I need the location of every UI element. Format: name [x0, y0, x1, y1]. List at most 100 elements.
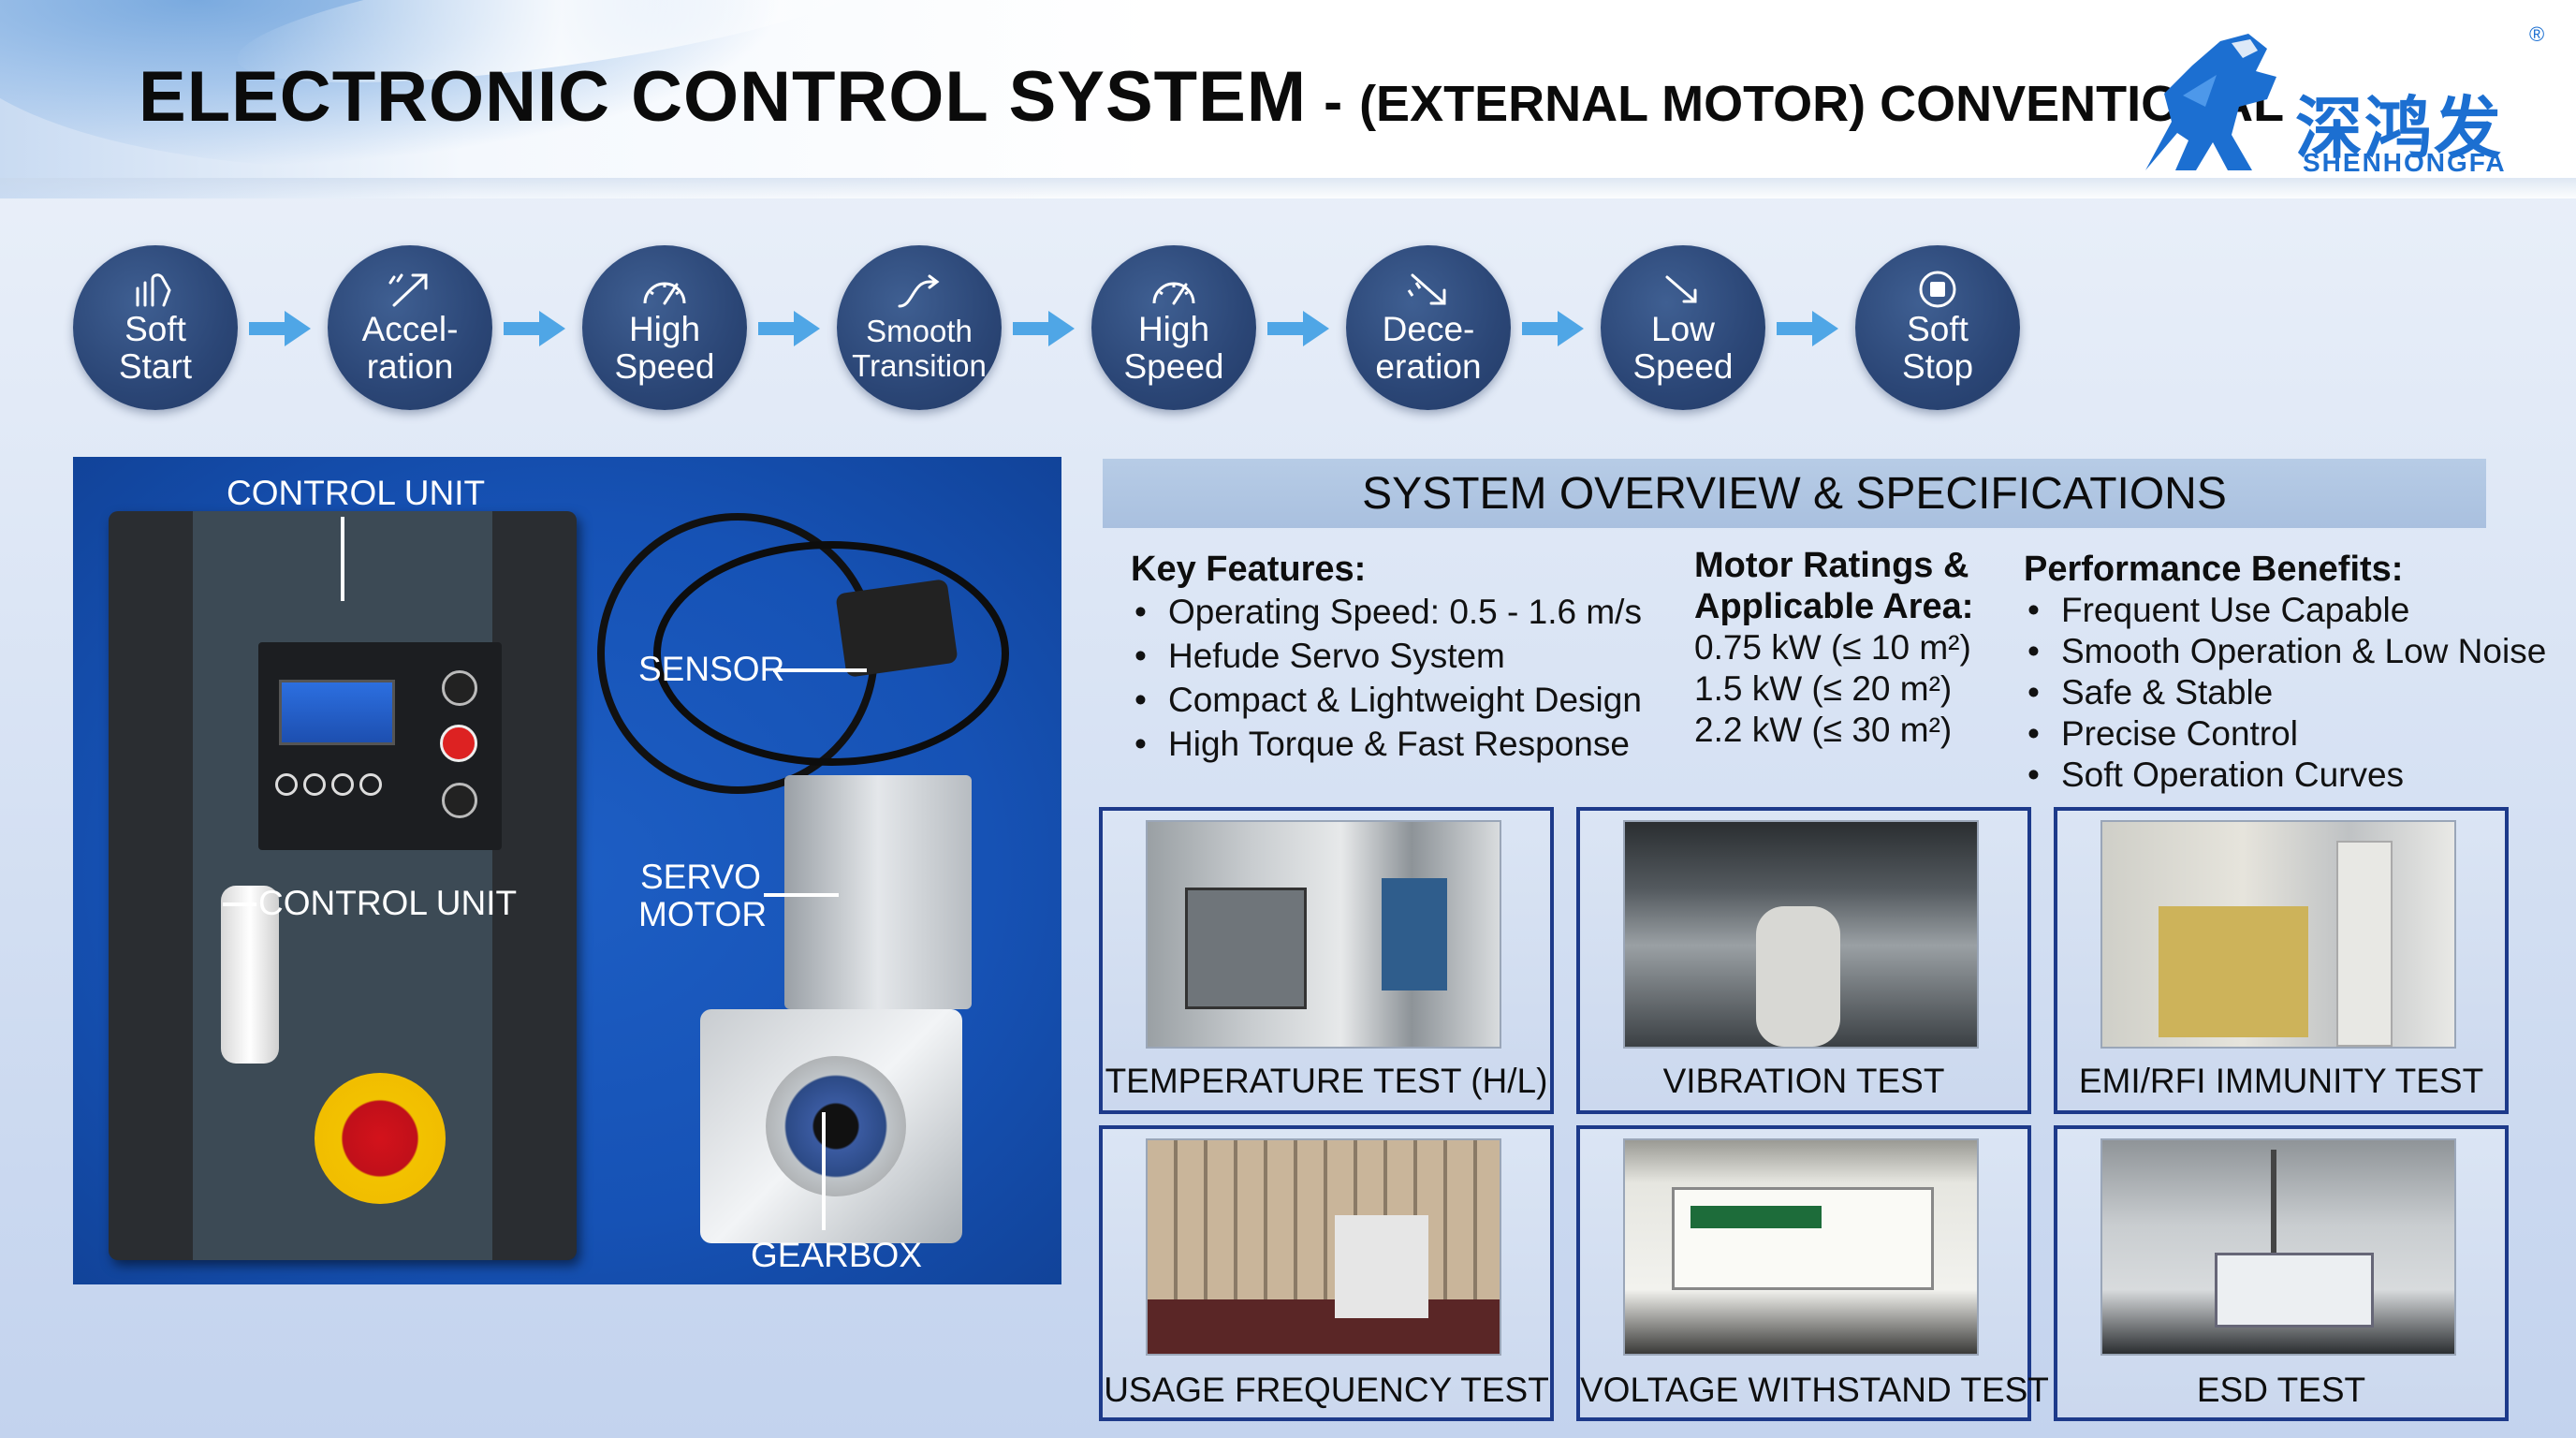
- test-card-vibration: VIBRATION TEST: [1576, 807, 2031, 1114]
- label-sensor: SENSOR: [638, 650, 785, 688]
- servo-motor-image: [784, 775, 972, 1009]
- step-soft-start: Soft Start: [73, 245, 238, 410]
- product-photo: CONTROL UNIT SENSOR CONTROL UNIT SERVO M…: [73, 457, 1061, 1284]
- label-pointer-line: [341, 517, 344, 601]
- label-pointer-line: [764, 893, 839, 897]
- gearbox-shaft: [766, 1056, 906, 1196]
- low-speed-icon: [1665, 275, 1697, 303]
- test-card-temperature: TEMPERATURE TEST (H/L): [1099, 807, 1554, 1114]
- panel-buttons: [275, 773, 406, 800]
- step-label-line2: Speed: [1123, 347, 1224, 386]
- step-acceleration: Accel- ration: [328, 245, 492, 410]
- motor-ratings-title-line2: Applicable Area:: [1694, 587, 1974, 626]
- soft-start-icon: [136, 273, 171, 307]
- step-deceleration: Dece- eration: [1346, 245, 1511, 410]
- test-photo: [1146, 820, 1501, 1049]
- motor-ratings-column: Motor Ratings & Applicable Area: 0.75 kW…: [1694, 545, 1973, 751]
- step-label-line2: Stop: [1901, 347, 1974, 386]
- specs-heading: SYSTEM OVERVIEW & SPECIFICATIONS: [1103, 459, 2486, 528]
- test-card-esd: ESD TEST: [2054, 1125, 2509, 1421]
- step-soft-stop: Soft Stop: [1855, 245, 2020, 410]
- test-photo: [1623, 1138, 1979, 1356]
- label-servo-line2: MOTOR: [638, 895, 768, 933]
- sensor-cable: [653, 541, 1009, 766]
- label-control-unit-top: CONTROL UNIT: [227, 474, 486, 512]
- stop-icon: [1919, 271, 1956, 308]
- step-label-line2: Speed: [614, 347, 715, 386]
- acceleration-icon: [388, 273, 428, 307]
- label-gearbox: GEARBOX: [751, 1236, 922, 1274]
- step-label-line2: Transition: [852, 348, 987, 383]
- performance-title: Performance Benefits:: [2024, 550, 2404, 589]
- title-dash: -: [1324, 70, 1343, 133]
- speedometer-icon: [1152, 282, 1195, 305]
- test-photo: [1623, 820, 1979, 1049]
- speedometer-icon: [643, 282, 686, 305]
- step-label-line1: Smooth: [866, 314, 973, 348]
- process-flow: Soft Start Accel- ration High Speed Smoo…: [73, 245, 2039, 410]
- step-label-line2: Speed: [1632, 347, 1734, 386]
- label-control-unit-mid: CONTROL UNIT: [258, 884, 518, 922]
- flow-arrow-icon: [1013, 311, 1075, 346]
- flow-arrow-icon: [1777, 311, 1838, 346]
- test-card-emi: EMI/RFI IMMUNITY TEST: [2054, 807, 2509, 1114]
- flow-arrow-icon: [504, 311, 565, 346]
- key-features-title: Key Features:: [1131, 550, 1367, 589]
- step-label-line1: Soft: [1907, 310, 1969, 348]
- logo-chinese-text: 深鸿发: [2295, 89, 2504, 168]
- header: [0, 0, 2576, 198]
- lcd-display: [279, 680, 395, 745]
- test-card-usage-frequency: USAGE FREQUENCY TEST: [1099, 1125, 1554, 1421]
- page-title: ELECTRONIC CONTROL SYSTEM - (EXTERNAL MO…: [139, 56, 2284, 140]
- label-pointer-line: [223, 902, 256, 906]
- step-low-speed: Low Speed: [1601, 245, 1765, 410]
- test-photo: [1146, 1138, 1501, 1356]
- smooth-curve-icon: [898, 274, 940, 308]
- performance-column: Performance Benefits: Frequent Use Capab…: [2024, 549, 2546, 796]
- deceleration-icon: [1407, 273, 1446, 305]
- step-label-line2: Start: [118, 347, 193, 386]
- motor-rating-item: 1.5 kW (≤ 20 m²): [1694, 669, 1953, 708]
- step-label-line1: Accel-: [361, 310, 459, 348]
- list-item: Safe & Stable: [2024, 672, 2546, 713]
- list-item: Operating Speed: 0.5 - 1.6 m/s: [1131, 590, 1642, 634]
- panel-knob: [442, 783, 477, 818]
- performance-list: Frequent Use Capable Smooth Operation & …: [2024, 590, 2546, 796]
- specs-heading-text: SYSTEM OVERVIEW & SPECIFICATIONS: [1362, 468, 2227, 519]
- list-item: Frequent Use Capable: [2024, 590, 2546, 631]
- motor-rating-item: 0.75 kW (≤ 10 m²): [1694, 628, 1971, 667]
- step-label-line1: Soft: [124, 310, 186, 348]
- step-label-line1: High: [628, 310, 701, 348]
- motor-ratings-title-line1: Motor Ratings &: [1694, 546, 1969, 585]
- key-features-list: Operating Speed: 0.5 - 1.6 m/s Hefude Se…: [1131, 590, 1642, 766]
- test-caption: TEMPERATURE TEST (H/L): [1105, 1062, 1548, 1100]
- test-caption: EMI/RFI IMMUNITY TEST: [2078, 1062, 2484, 1100]
- list-item: Precise Control: [2024, 713, 2546, 755]
- list-item: High Torque & Fast Response: [1131, 722, 1642, 766]
- test-caption: VOLTAGE WITHSTAND TEST: [1580, 1371, 2049, 1409]
- cabinet-handle: [221, 886, 279, 1064]
- motor-rating-item: 2.2 kW (≤ 30 m²): [1694, 711, 1953, 749]
- gearbox-image: [700, 1009, 962, 1243]
- test-photo: [2100, 1138, 2456, 1356]
- test-caption: USAGE FREQUENCY TEST: [1104, 1371, 1549, 1409]
- title-main: ELECTRONIC CONTROL SYSTEM: [139, 57, 1308, 137]
- header-divider: [0, 178, 2576, 200]
- list-item: Hefude Servo System: [1131, 634, 1642, 678]
- test-caption: VIBRATION TEST: [1662, 1062, 1945, 1100]
- step-high-speed-2: High Speed: [1091, 245, 1256, 410]
- test-photo: [2100, 820, 2456, 1049]
- label-pointer-line: [773, 668, 867, 672]
- step-smooth-transition: Smooth Transition: [837, 245, 1002, 410]
- flow-arrow-icon: [1522, 311, 1584, 346]
- panel-red-button: [440, 725, 477, 762]
- test-card-voltage-withstand: VOLTAGE WITHSTAND TEST: [1576, 1125, 2049, 1421]
- step-label-line1: Low: [1651, 310, 1715, 348]
- flow-arrow-icon: [1267, 311, 1329, 346]
- test-caption: ESD TEST: [2196, 1371, 2366, 1409]
- sensor-image: [835, 579, 959, 678]
- brand-logo: 深鸿发 SHENHONGFA ®: [2127, 17, 2557, 185]
- title-sub: (EXTERNAL MOTOR) CONVENTIONAL: [1359, 76, 2285, 132]
- step-label-line1: Dece-: [1382, 310, 1475, 348]
- step-label-line2: ration: [366, 347, 454, 386]
